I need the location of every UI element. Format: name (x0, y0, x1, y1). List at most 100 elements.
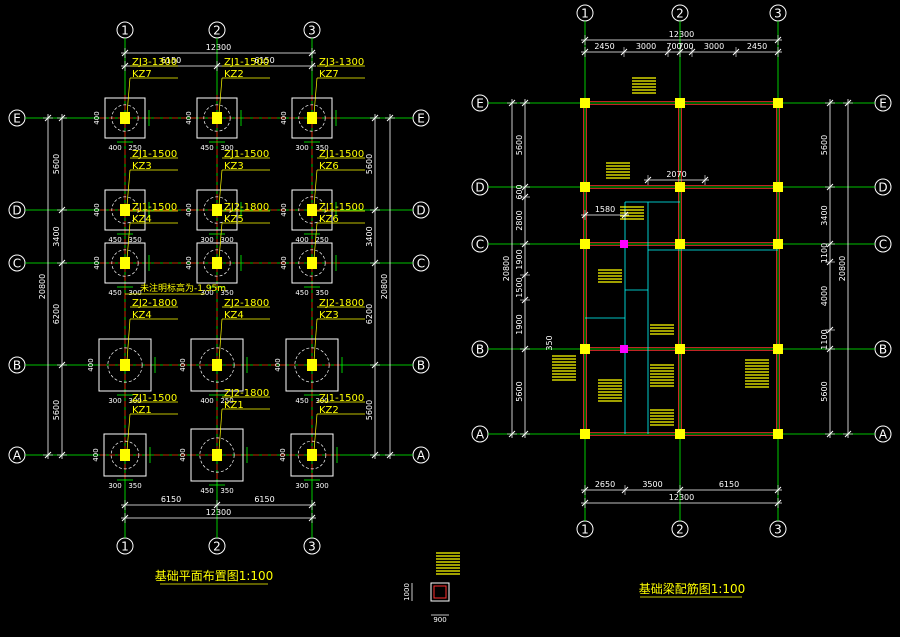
accent-block (620, 240, 628, 248)
right-left-dim-tick (521, 271, 529, 279)
left-bottom-dim-tick (308, 501, 316, 509)
right-row-axis-right-C-label: C (879, 238, 887, 252)
footing-small-dim: 350 (315, 144, 328, 152)
right-left-dim-text: 2800 (515, 210, 524, 230)
right-top-dim-tick (688, 48, 696, 56)
left-right-dim-tick (371, 361, 379, 369)
right-left-dim-text: 1900 (515, 314, 524, 334)
footing-circle (298, 196, 326, 224)
footing-zj-label: ZJ2-1800 (319, 298, 364, 309)
beam-column-block (675, 239, 685, 249)
right-right-dim-text: 1100 (820, 329, 829, 349)
right-col-axis-top-3-label: 3 (774, 7, 782, 21)
right-row-axis-right-D-label: D (878, 181, 887, 195)
right-bottom-dim-tick (621, 486, 629, 494)
left-top-dim-tick (213, 62, 221, 70)
left-left-dim-text: 5600 (52, 154, 61, 174)
footing-circle (111, 249, 139, 277)
right-top-dim-tick (581, 48, 589, 56)
right-right-total-text: 20800 (838, 256, 847, 281)
left-left-dim-tick (58, 361, 66, 369)
right-plan-title: 基础梁配筋图1:100 (639, 581, 746, 596)
beam-column-block (675, 98, 685, 108)
right-bottom-dim-text: 2650 (595, 480, 615, 489)
column-block (120, 449, 130, 461)
column-block (120, 359, 130, 371)
right-row-axis-right-B-label: B (879, 343, 887, 357)
right-top-dim-tick (664, 48, 672, 56)
left-col-axis-bottom-3-label: 3 (308, 540, 316, 554)
footing-side-dim: 400 (279, 448, 287, 461)
label-leader (126, 222, 131, 260)
footing-small-dim: 300 (220, 144, 233, 152)
footing-kz-label: KZ1 (132, 405, 152, 416)
footing-zj-label: ZJ1-1500 (319, 393, 364, 404)
right-left-dim-tick (521, 193, 529, 201)
footing-small-dim: 450 (108, 289, 121, 297)
column-block (307, 112, 317, 124)
beam-column-block (675, 182, 685, 192)
left-left-dim-text: 6200 (52, 304, 61, 324)
footing-small-dim: 300 (108, 482, 121, 490)
footing-side-dim: 400 (185, 256, 193, 269)
right-left-dim-tick (521, 99, 529, 107)
footing-kz-label: KZ6 (319, 214, 339, 225)
footing-zj-label: ZJ1-1500 (224, 149, 269, 160)
left-row-axis-right-B-label: B (417, 359, 425, 373)
left-row-axis-right-C-label: C (417, 257, 425, 271)
left-row-axis-left-E-label: E (13, 112, 21, 126)
right-left-dim-tick (521, 430, 529, 438)
left-plan-title: 基础平面布置图1:100 (155, 569, 274, 583)
footing-outline (290, 433, 334, 477)
footing-kz-label: KZ3 (224, 161, 244, 172)
right-top-dim-text: 700 (666, 42, 681, 51)
beam-column-block (580, 182, 590, 192)
right-bottom-total-tick (581, 499, 589, 507)
right-right-dim-text: 1100 (820, 243, 829, 263)
footing-small-dim: 300 (315, 482, 328, 490)
left-bottom-dim-tick (213, 501, 221, 509)
right-right-total-tick (844, 430, 852, 438)
right-col-axis-top-2-label: 2 (676, 7, 684, 21)
right-top-dim-tick (732, 48, 740, 56)
right-right-dim-tick (826, 240, 834, 248)
right-right-dim-tick (826, 430, 834, 438)
footing-outline (285, 338, 339, 392)
footing-kz-label: KZ4 (132, 310, 152, 321)
footing-zj-label: ZJ3-1300 (132, 57, 177, 68)
right-inner-dim-tick (581, 211, 589, 219)
right-right-dim-tick (826, 345, 834, 353)
footing-zj-label: ZJ3-1300 (319, 57, 364, 68)
label-leader (313, 169, 318, 207)
footing-circle (203, 249, 231, 277)
footing-outline (196, 189, 238, 231)
left-bottom-dim-text: 6150 (161, 495, 181, 504)
footing-kz-label: KZ3 (132, 161, 152, 172)
right-bottom-dim-tick (774, 486, 782, 494)
beam-column-block (773, 98, 783, 108)
footing-circle (110, 440, 140, 470)
left-row-axis-left-A-label: A (13, 449, 22, 463)
left-bottom-total-tick (121, 514, 129, 522)
footing-small-dim: 300 (128, 289, 141, 297)
footing-small-dim: 350 (220, 487, 233, 495)
right-top-dim-text: 2450 (747, 42, 767, 51)
left-row-axis-left-C-label: C (13, 257, 21, 271)
right-bottom-total-text: 12300 (669, 493, 694, 502)
footing-zj-label: ZJ2-1800 (224, 298, 269, 309)
left-col-axis-top-1-label: 1 (121, 24, 129, 38)
column-block (307, 449, 317, 461)
footing-side-dim: 400 (280, 256, 288, 269)
footing-small-dim: 300 (315, 397, 328, 405)
left-left-dim-tick (58, 114, 66, 122)
column-block (120, 204, 130, 216)
left-left-total-text: 20800 (38, 274, 47, 299)
footing-outline (104, 189, 146, 231)
footing-outline (98, 338, 152, 392)
footing-small-dim: 350 (128, 482, 141, 490)
label-leader (126, 169, 131, 207)
right-right-dim-text: 4000 (820, 286, 829, 306)
right-left-total-text: 20800 (502, 256, 511, 281)
footing-small-dim: 450 (108, 236, 121, 244)
